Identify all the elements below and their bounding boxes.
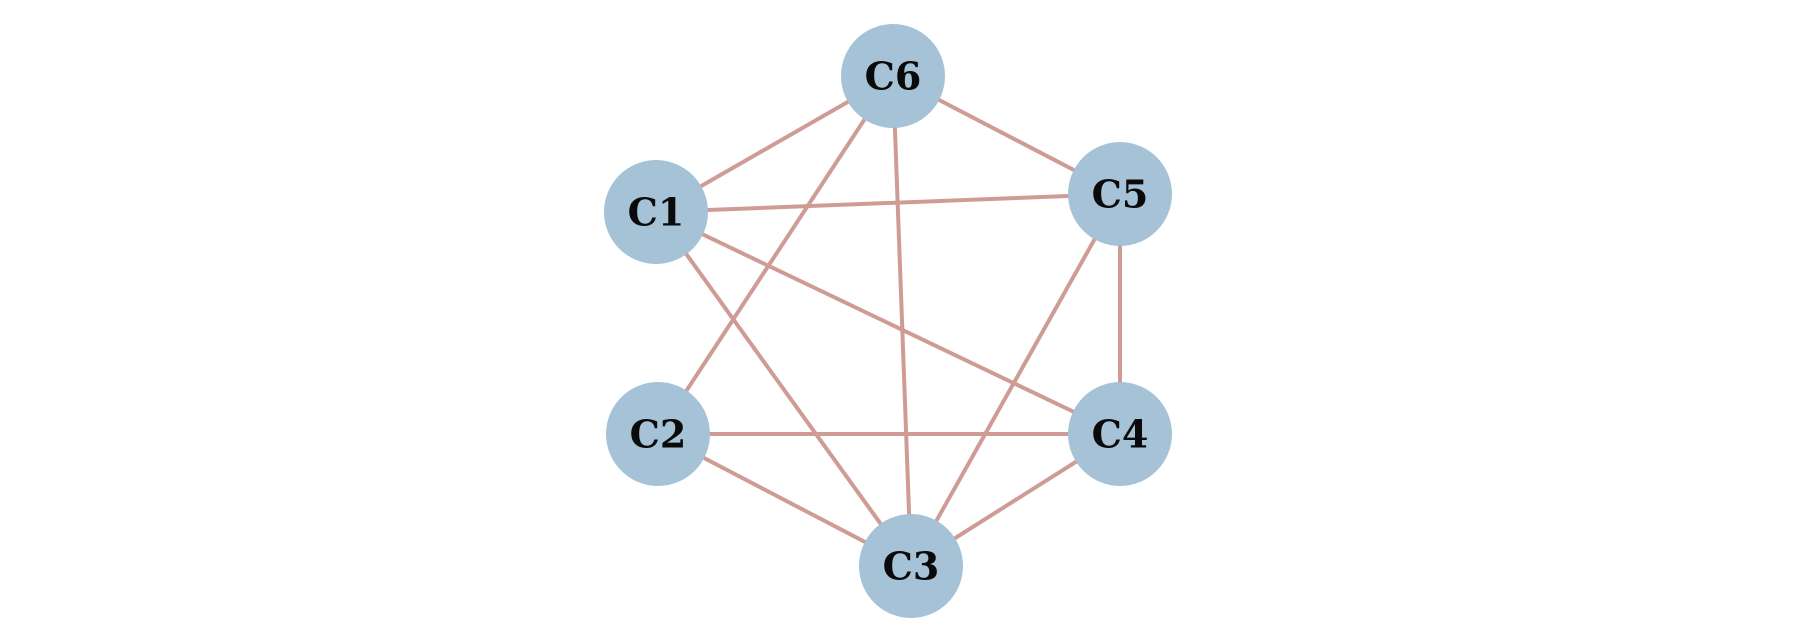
node-label-C6: C6	[865, 53, 922, 98]
node-C5: C5	[1068, 142, 1172, 246]
edge-C1-C5	[655, 192, 1121, 214]
edge-C3-C5	[909, 193, 1122, 567]
node-label-C2: C2	[630, 411, 687, 456]
node-label-C5: C5	[1092, 171, 1149, 216]
node-circle-C2	[606, 382, 710, 486]
node-label-C3: C3	[883, 543, 940, 588]
node-circle-C4	[1068, 382, 1172, 486]
node-circle-C5	[1068, 142, 1172, 246]
node-circle-C6	[841, 24, 945, 128]
node-circle-C3	[859, 514, 963, 618]
node-C4: C4	[1068, 382, 1172, 486]
node-C3: C3	[859, 514, 963, 618]
edge-C1-C4	[655, 210, 1121, 436]
edge-C1-C3	[654, 210, 913, 568]
node-C6: C6	[841, 24, 945, 128]
edge-C3-C6	[891, 75, 913, 567]
node-label-C4: C4	[1092, 411, 1149, 456]
node-circle-C1	[604, 160, 708, 264]
node-C2: C2	[606, 382, 710, 486]
edge-C2-C6	[656, 74, 895, 436]
node-label-C1: C1	[628, 189, 685, 234]
node-C1: C1	[604, 160, 708, 264]
